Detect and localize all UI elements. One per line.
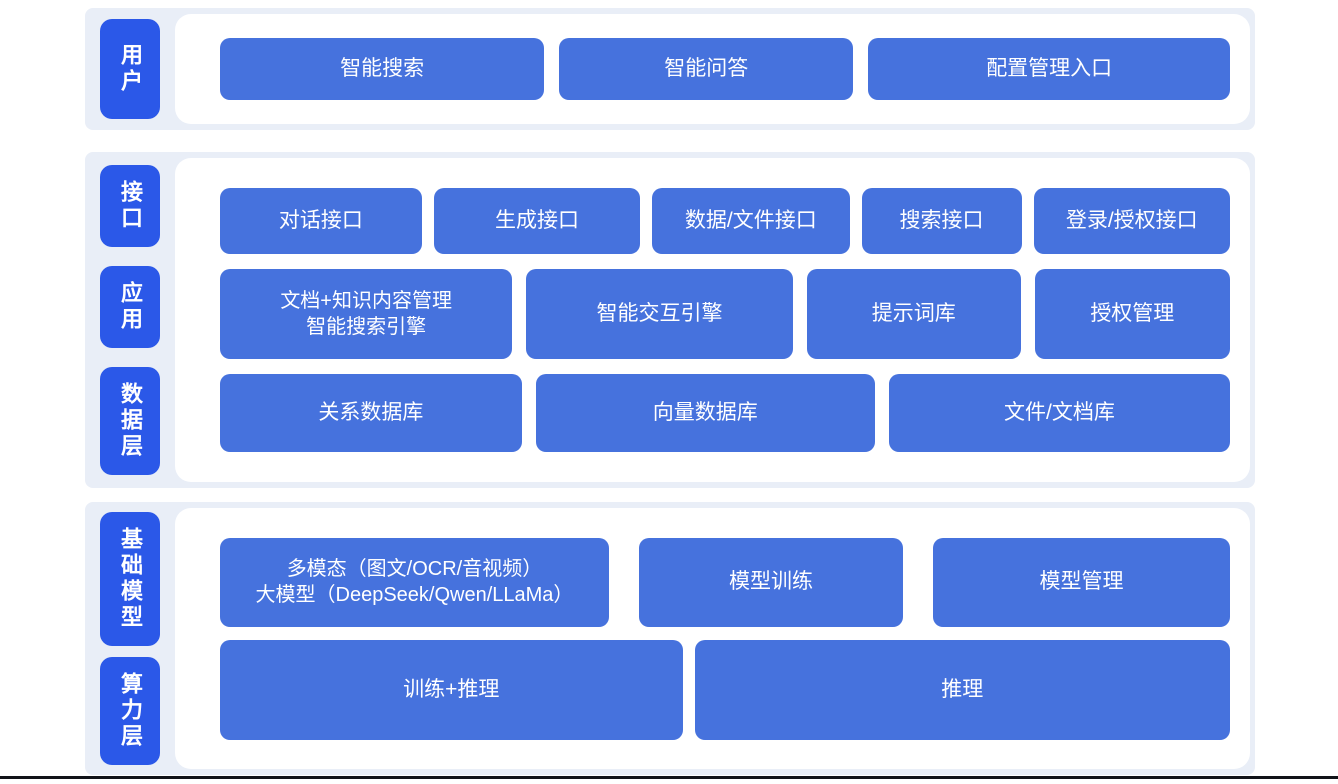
box-dialog-api: 对话接口 bbox=[220, 188, 422, 254]
user-layer-panel: 智能搜索 智能问答 配置管理入口 bbox=[175, 14, 1250, 124]
box-line: 多模态（图文/OCR/音视频） bbox=[286, 558, 543, 580]
box-search-api: 搜索接口 bbox=[861, 188, 1022, 254]
middle-layers-label-column: 接口 应用 数据层 bbox=[85, 152, 175, 488]
box-login-auth-api: 登录/授权接口 bbox=[1033, 188, 1230, 254]
bottom-layers-label-column: 基础模型 算力层 bbox=[85, 502, 175, 775]
section-user-layer: 用户 智能搜索 智能问答 配置管理入口 bbox=[85, 8, 1255, 130]
bottom-layers-panel: 多模态（图文/OCR/音视频） 大模型（DeepSeek/Qwen/LLaMa）… bbox=[175, 508, 1250, 769]
box-auth-management: 授权管理 bbox=[1034, 269, 1231, 359]
box-line: 大模型（DeepSeek/Qwen/LLaMa） bbox=[255, 584, 574, 606]
box-generate-api: 生成接口 bbox=[433, 188, 641, 254]
bottom-border-line bbox=[0, 776, 1338, 779]
diagram-content: 用户 智能搜索 智能问答 配置管理入口 接口 应用 数据层 对话接口 生成接口 bbox=[85, 8, 1255, 775]
compute-layer-row: 训练+推理 推理 bbox=[220, 639, 1230, 740]
user-layer-row: 智能搜索 智能问答 配置管理入口 bbox=[220, 38, 1230, 100]
box-line: 智能搜索引擎 bbox=[306, 316, 427, 338]
box-model-management: 模型管理 bbox=[933, 537, 1230, 627]
box-config-entry: 配置管理入口 bbox=[868, 38, 1230, 100]
box-inference: 推理 bbox=[694, 639, 1230, 740]
interface-layer-row: 对话接口 生成接口 数据/文件接口 搜索接口 登录/授权接口 bbox=[220, 188, 1230, 254]
foundation-model-row: 多模态（图文/OCR/音视频） 大模型（DeepSeek/Qwen/LLaMa）… bbox=[220, 537, 1230, 627]
layer-label-interface: 接口 bbox=[100, 165, 160, 248]
box-smart-search: 智能搜索 bbox=[220, 38, 545, 100]
box-multimodal-llm: 多模态（图文/OCR/音视频） 大模型（DeepSeek/Qwen/LLaMa） bbox=[220, 537, 609, 627]
box-model-training: 模型训练 bbox=[638, 537, 904, 627]
box-doc-knowledge-search: 文档+知识内容管理 智能搜索引擎 bbox=[220, 269, 513, 359]
layer-label-foundation-model: 基础模型 bbox=[100, 511, 160, 646]
box-data-file-api: 数据/文件接口 bbox=[652, 188, 850, 254]
section-bottom-layers: 基础模型 算力层 多模态（图文/OCR/音视频） 大模型（DeepSeek/Qw… bbox=[85, 502, 1255, 775]
layer-label-compute: 算力层 bbox=[100, 657, 160, 766]
data-layer-row: 关系数据库 向量数据库 文件/文档库 bbox=[220, 374, 1230, 452]
box-file-doc-store: 文件/文档库 bbox=[888, 374, 1230, 452]
layer-label-user: 用户 bbox=[100, 19, 160, 119]
user-layer-label-column: 用户 bbox=[85, 8, 175, 130]
layer-label-data: 数据层 bbox=[100, 366, 160, 475]
middle-layers-panel: 对话接口 生成接口 数据/文件接口 搜索接口 登录/授权接口 文档+知识内容管理… bbox=[175, 158, 1250, 482]
application-layer-row: 文档+知识内容管理 智能搜索引擎 智能交互引擎 提示词库 授权管理 bbox=[220, 269, 1231, 359]
box-relational-db: 关系数据库 bbox=[220, 374, 522, 452]
box-smart-qa: 智能问答 bbox=[559, 38, 854, 100]
box-vector-db: 向量数据库 bbox=[535, 374, 875, 452]
box-interaction-engine: 智能交互引擎 bbox=[526, 269, 793, 359]
box-line: 文档+知识内容管理 bbox=[280, 290, 452, 312]
box-prompt-library: 提示词库 bbox=[806, 269, 1021, 359]
box-train-inference: 训练+推理 bbox=[220, 639, 683, 740]
section-middle-layers: 接口 应用 数据层 对话接口 生成接口 数据/文件接口 搜索接口 登录/授权接口… bbox=[85, 152, 1255, 488]
layer-label-application: 应用 bbox=[100, 265, 160, 348]
